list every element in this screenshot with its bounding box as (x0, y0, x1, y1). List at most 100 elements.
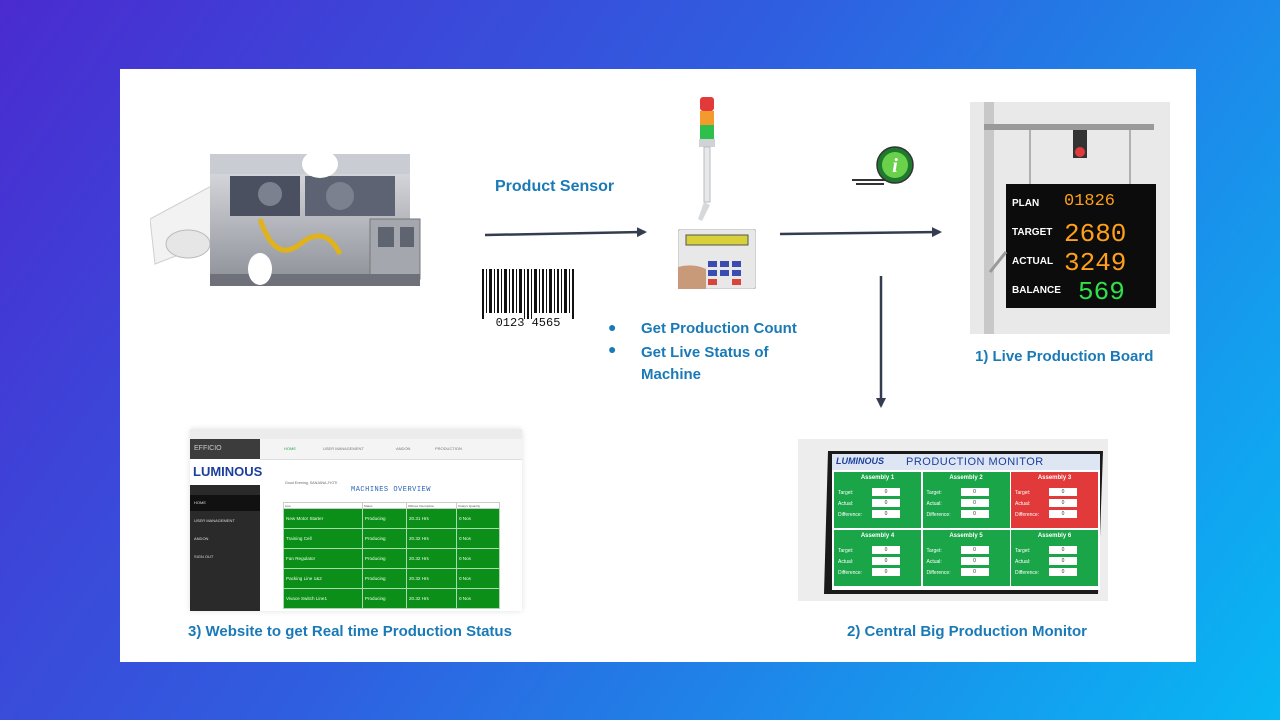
monitor-field-value: 0 (960, 499, 989, 507)
board-row-label: PLAN (1012, 198, 1040, 209)
side-item-user-management[interactable]: USER MANAGEMENT (194, 518, 235, 523)
monitor-panel-title: Assembly 1 (860, 475, 895, 481)
table-cell: 20.32 Hrs (405, 548, 457, 569)
monitor-field-value: 0 (872, 557, 900, 565)
machine-illustration (150, 150, 421, 286)
table-cell: 20.32 Hrs (405, 528, 457, 549)
board-row-label: TARGET (1012, 227, 1053, 238)
arrow-machine-to-sensor (484, 227, 647, 238)
board-mount-illustration (970, 102, 1170, 334)
product-sensor-label: Product Sensor (495, 178, 615, 195)
board-row: BALANCE 569 (1012, 277, 1152, 307)
machines-table: Line Status Without Interruption Today's… (283, 502, 501, 609)
table-cell: Fan Regulator (283, 548, 363, 569)
monitor-field-label: Difference: (1015, 512, 1040, 518)
bullet-text: Get Live Status of Machine (641, 344, 769, 383)
nav-production[interactable]: PRODUCTION (435, 446, 462, 451)
monitor-field-label: Target: (1015, 548, 1031, 554)
caption-website: 3) Website to get Real time Production S… (188, 623, 512, 640)
monitor-field-label: Difference: (1015, 570, 1040, 576)
monitor-field-value: 0 (1049, 557, 1077, 565)
table-cell: Producing (361, 548, 407, 569)
live-production-board: PLAN 01826 TARGET 2680 ACTUAL 3249 BALAN… (970, 102, 1170, 334)
monitor-field-label: Difference: (926, 570, 951, 576)
bullet-text: Get Production Count (641, 320, 797, 337)
monitor-panel-title: Assembly 3 (1037, 475, 1072, 481)
monitor-panel-title: Assembly 5 (949, 533, 983, 539)
monitor-field-label: Target: (926, 490, 942, 496)
monitor-field-label: Difference: (838, 570, 863, 576)
monitor-field-label: Difference: (926, 512, 951, 518)
table-cell: 20.31 Hrs (405, 508, 457, 529)
monitor-field-value: 0 (960, 546, 989, 554)
monitor-field-value: 0 (872, 568, 900, 576)
table-cell: 20.32 Hrs (405, 568, 457, 589)
monitor-field-value: 0 (960, 568, 989, 576)
monitor-panel-title: Assembly 4 (860, 533, 895, 539)
monitor-field-value: 0 (872, 510, 900, 518)
board-row-value: 2680 (1064, 219, 1127, 249)
side-item-andon[interactable]: ANDON (194, 536, 209, 541)
machines-overview-title: MACHINES OVERVIEW (351, 486, 431, 494)
nav-user-management[interactable]: USER MANAGEMENT (323, 446, 364, 451)
monitor-field-value: 0 (1049, 510, 1077, 518)
table-row: Vivace Switch Line1 Producing 20.32 Hrs … (283, 588, 501, 609)
board-row: TARGET 2680 (1012, 219, 1152, 249)
table-cell: 0 Nos (455, 568, 501, 589)
table-cell: Vivace Switch Line1 (283, 588, 363, 609)
table-row: Training Cell Producing 20.32 Hrs 0 Nos (283, 528, 501, 549)
board-row: ACTUAL 3249 (1012, 248, 1152, 278)
nav-home[interactable]: HOME (284, 446, 296, 451)
board-row-value: 3249 (1064, 248, 1127, 278)
monitor-field-value: 0 (960, 557, 989, 565)
monitor-field-label: Actual: (1015, 559, 1031, 565)
monitor-field-value: 0 (872, 488, 900, 496)
board-row-label: BALANCE (1012, 285, 1061, 296)
monitor-brand: LUMINOUS (836, 456, 884, 466)
barcode-icon: 0123 4565 (482, 269, 574, 330)
bullet-item: ● Get Production Count (608, 319, 838, 341)
monitor-title: PRODUCTION MONITOR (906, 456, 1044, 468)
website-logo: LUMINOUS (190, 459, 262, 485)
monitor-field-label: Target: (926, 548, 942, 554)
diagram-card: 0123 4565 Product Sensor ● Get Productio… (120, 69, 1196, 662)
monitor-field-label: Difference: (838, 512, 863, 518)
board-row-value: 01826 (1064, 192, 1116, 211)
website-brand: EFFICIO (190, 439, 260, 459)
tower-light-icon (698, 97, 715, 221)
monitor-field-label: Actual: (838, 501, 854, 507)
table-cell: 20.32 Hrs (405, 588, 457, 609)
monitor-field-label: Actual: (926, 501, 942, 507)
nav-andon[interactable]: ANDON (396, 446, 411, 451)
board-row: PLAN 01826 (1012, 190, 1152, 219)
feature-bullet-list: ● Get Production Count ● Get Live Status… (608, 319, 838, 385)
monitor-field-value: 0 (1049, 568, 1077, 576)
caption-monitor: 2) Central Big Production Monitor (847, 623, 1087, 640)
monitor-field-label: Actual: (838, 559, 854, 565)
info-icon: i (852, 146, 914, 185)
table-cell: New Motor Starter (283, 508, 363, 529)
monitor-field-value: 0 (1049, 499, 1077, 507)
table-cell: Packing Line 1&2 (283, 568, 363, 589)
monitor-field-value: 0 (872, 499, 900, 507)
monitor-field-value: 0 (960, 510, 989, 518)
production-monitor-screen: LUMINOUS PRODUCTION MONITOR Assembly 1 Ta… (798, 439, 1108, 601)
board-row-label: ACTUAL (1012, 256, 1054, 267)
barcode-text: 0123 4565 (496, 316, 561, 330)
bullet-dot: ● (608, 319, 617, 335)
table-cell: 0 Nos (455, 588, 501, 609)
table-cell: 0 Nos (455, 528, 501, 549)
table-cell: 0 Nos (455, 548, 501, 569)
side-item-sign-out[interactable]: SIGN OUT (194, 554, 214, 559)
caption-live-board: 1) Live Production Board (975, 348, 1154, 365)
bullet-dot: ● (608, 341, 617, 357)
side-item-home[interactable]: HOME (190, 495, 260, 511)
website-greeting: Good Evening, SANJANA JYOTI (285, 481, 338, 485)
